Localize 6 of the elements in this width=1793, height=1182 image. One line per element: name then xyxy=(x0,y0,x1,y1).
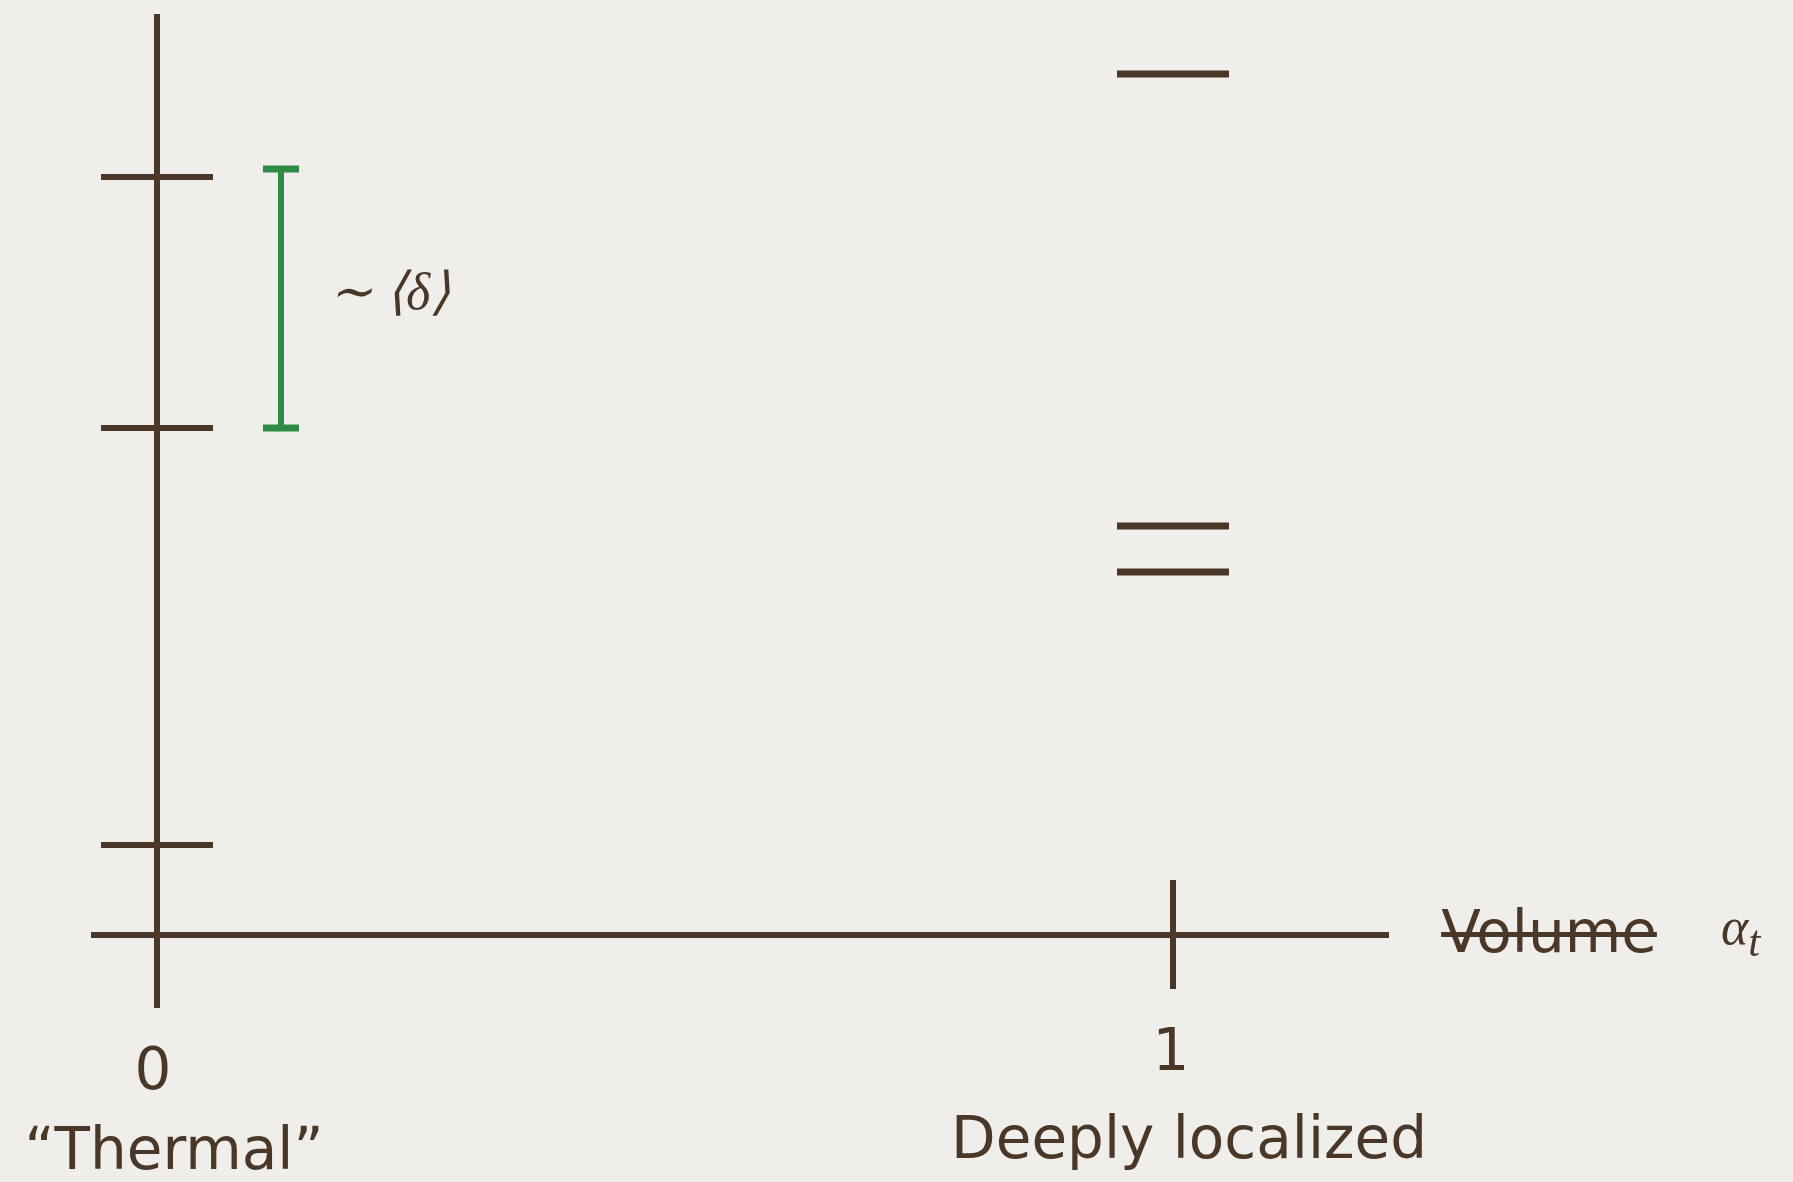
struck-axis-label: Volume xyxy=(1441,903,1657,961)
tick-label: 1 xyxy=(1152,1021,1190,1079)
tick-label: 0 xyxy=(134,1040,172,1098)
math-label: ∼ ⟨δ⟩ xyxy=(329,266,451,318)
axis-label: α$_{t}$ xyxy=(1721,901,1761,963)
category-label: “Thermal” xyxy=(24,1120,324,1178)
